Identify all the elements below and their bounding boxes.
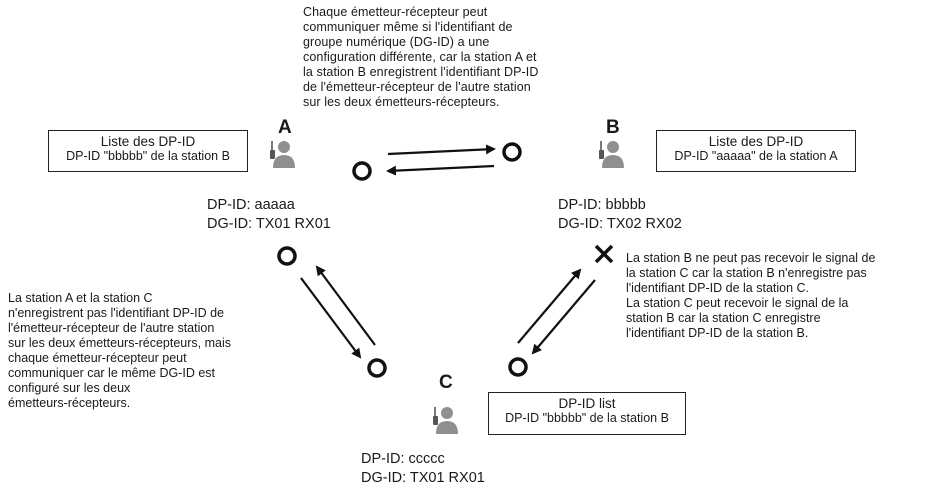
person-icon-a [270,141,295,168]
top-note: Chaque émetteur-récepteur peut communiqu… [303,5,539,109]
arrow-b-to-c [531,279,596,355]
person-icon-c [433,407,458,434]
dg-id-label: DG-ID: TX02 RX02 [558,216,682,232]
station-a-dp-id-list: Liste des DP-ID DP-ID "bbbbb" de la stat… [48,130,248,172]
list-title: Liste des DP-ID [100,134,196,149]
station-b-label: B [606,117,620,138]
list-entry: DP-ID "aaaaa" de la station A [674,149,838,163]
dg-id-label: DG-ID: TX01 RX01 [361,470,485,486]
ok-marker-c-right [508,357,528,377]
left-note: La station A et la station C n'enregistr… [8,291,232,410]
list-entry: DP-ID "bbbbb" de la station B [505,411,669,425]
arrow-b-to-a [386,164,495,176]
fail-marker-b [594,244,614,264]
ok-marker-a-bottom [277,246,297,266]
ok-marker-a-top [352,161,372,181]
station-c-label: C [439,372,453,393]
dp-id-label: DP-ID: ccccc [361,451,445,467]
arrow-c-to-b [517,268,582,344]
arrow-a-to-b [387,144,496,156]
station-a-label: A [278,117,292,138]
arrow-c-to-a [315,265,376,346]
list-entry: DP-ID "bbbbb" de la station B [66,149,230,163]
dp-id-label: DP-ID: aaaaa [207,197,295,213]
arrow-a-to-c [300,277,362,359]
station-a-ids: DP-ID: aaaaa DG-ID: TX01 RX01 [207,196,331,234]
station-b-ids: DP-ID: bbbbb DG-ID: TX02 RX02 [558,196,682,234]
station-c-ids: DP-ID: ccccc DG-ID: TX01 RX01 [361,450,485,488]
station-b-dp-id-list: Liste des DP-ID DP-ID "aaaaa" de la stat… [656,130,856,172]
dp-id-label: DP-ID: bbbbb [558,197,646,213]
right-note: La station B ne peut pas recevoir le sig… [626,251,876,340]
ok-marker-b-top [502,142,522,162]
dg-id-label: DG-ID: TX01 RX01 [207,216,331,232]
list-title: DP-ID list [558,396,616,411]
list-title: Liste des DP-ID [708,134,804,149]
ok-marker-c-left [367,358,387,378]
station-c-dp-id-list: DP-ID list DP-ID "bbbbb" de la station B [488,392,686,435]
person-icon-b [599,141,624,168]
